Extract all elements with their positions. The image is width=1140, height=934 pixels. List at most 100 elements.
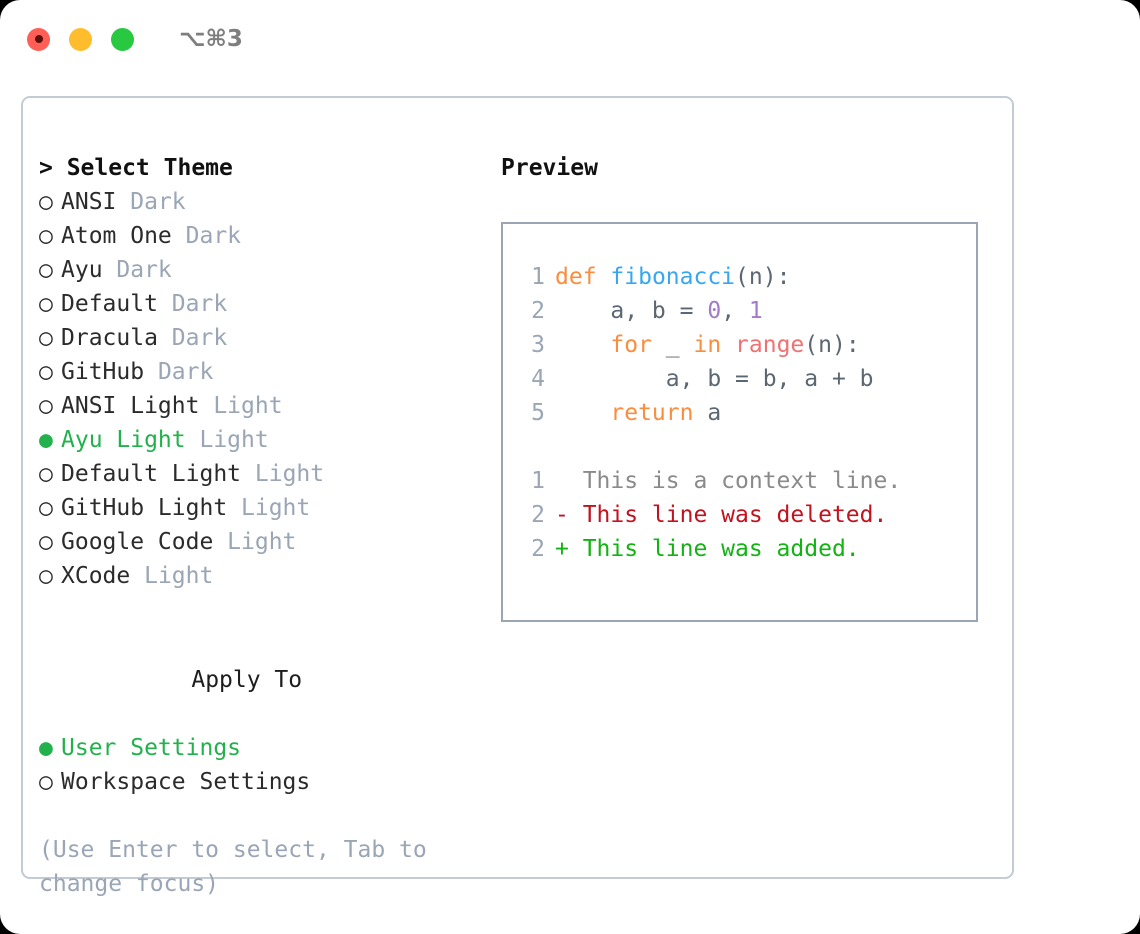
theme-option[interactable]: ○XCode Light — [39, 559, 509, 593]
theme-option-label: ANSI Light — [61, 393, 214, 419]
theme-variant-tag: Dark — [157, 359, 214, 385]
theme-option-label: GitHub — [61, 359, 158, 385]
theme-option[interactable]: ○ Dracula Dark — [39, 321, 509, 355]
maximize-button[interactable] — [111, 27, 134, 51]
main-panel: > Select Theme ○ANSI Dark○Atom One Dark○… — [21, 96, 1014, 897]
code-token: for — [610, 332, 652, 358]
code-token: 1 — [748, 298, 763, 324]
code-line: 3 for _ in range(n): — [521, 328, 976, 362]
code-token: return — [610, 400, 694, 426]
theme-option[interactable]: ○ GitHub Dark — [39, 355, 509, 389]
preview-title: Preview — [501, 155, 598, 181]
code-token: 0 — [707, 298, 722, 324]
code-line: 4 a, b = b, a + b — [521, 362, 976, 396]
theme-option-label: Default — [61, 291, 172, 317]
line-number: 3 — [531, 332, 545, 358]
code-token: fibonacci — [610, 264, 736, 290]
minimize-button[interactable] — [69, 27, 92, 51]
line-number: 5 — [531, 400, 545, 426]
apply-to-option[interactable]: ● User Settings — [39, 731, 509, 765]
code-token — [555, 400, 610, 426]
diff-line: 1 This is a context line. — [521, 464, 976, 498]
shortcut-label: ⌥⌘3 — [179, 26, 243, 52]
radio-selected-icon: ● — [39, 427, 53, 453]
select-theme-header: > Select Theme — [39, 155, 233, 181]
panel-columns: > Select Theme ○ANSI Dark○Atom One Dark○… — [23, 98, 1012, 897]
theme-option-label: Ayu Light — [61, 427, 200, 453]
radio-unselected-icon: ○ — [39, 257, 53, 283]
theme-variant-tag: Light — [254, 461, 325, 487]
apply-to-option-label: User Settings — [61, 735, 242, 761]
radio-unselected-icon: ○ — [39, 393, 53, 419]
code-diff-gap — [521, 430, 976, 464]
diff-line: 2 + This line was added. — [521, 532, 976, 566]
code-token: (n): — [804, 332, 860, 358]
code-token: range — [735, 332, 805, 358]
line-number: 2 — [531, 536, 545, 562]
theme-variant-tag: Dark — [116, 257, 172, 283]
theme-option-label: Default Light — [61, 461, 255, 487]
code-token: , — [721, 298, 749, 324]
radio-unselected-icon: ○ — [39, 495, 53, 521]
diff-line: 2 - This line was deleted. — [521, 498, 976, 532]
section-spacer — [39, 593, 509, 629]
apply-to-option-label: Workspace Settings — [61, 769, 311, 795]
radio-unselected-icon: ○ — [39, 325, 53, 351]
close-button[interactable] — [27, 27, 50, 51]
theme-option[interactable]: ○Atom One Dark — [39, 219, 509, 253]
radio-unselected-icon: ○ — [39, 461, 53, 487]
line-number: 2 — [531, 298, 545, 324]
code-token: def — [555, 264, 597, 290]
theme-variant-tag: Dark — [171, 325, 228, 351]
diff-text: + This line was added. — [555, 536, 860, 562]
theme-selector-column: > Select Theme ○ANSI Dark○Atom One Dark○… — [39, 151, 509, 901]
theme-option[interactable]: ○Google Code Light — [39, 525, 509, 559]
line-number: 2 — [531, 502, 545, 528]
theme-option[interactable]: ○ Default Light Light — [39, 457, 509, 491]
apply-to-label: Apply To — [191, 667, 303, 693]
theme-option[interactable]: ○Default Dark — [39, 287, 509, 321]
theme-option[interactable]: ○ Ayu Dark — [39, 253, 509, 287]
theme-option-label: ANSI — [61, 189, 131, 215]
radio-unselected-icon: ○ — [39, 359, 53, 385]
keyboard-hint: (Use Enter to select, Tab to change focu… — [39, 837, 441, 897]
theme-option[interactable]: ○GitHub Light Light — [39, 491, 509, 525]
theme-option[interactable]: ● Ayu Light Light — [39, 423, 509, 457]
code-token: _ — [651, 332, 694, 358]
radio-unselected-icon: ○ — [39, 189, 53, 215]
apply-to-option-list: ● User Settings ○ Workspace Settings — [39, 731, 509, 799]
code-token — [555, 332, 610, 358]
apply-to-option[interactable]: ○ Workspace Settings — [39, 765, 509, 799]
radio-unselected-icon: ○ — [39, 769, 53, 795]
hint-spacer — [39, 799, 509, 833]
radio-selected-icon: ● — [39, 735, 53, 761]
code-line: 5 return a — [521, 396, 976, 430]
theme-variant-tag: Light — [199, 427, 269, 453]
code-token: (n): — [735, 264, 791, 290]
theme-option-label: XCode — [61, 563, 145, 589]
diff-sample: 1 This is a context line. 2 - This line wa… — [521, 464, 976, 566]
theme-option-label: Dracula — [61, 325, 172, 351]
window-controls — [27, 27, 134, 51]
theme-option-label: Atom One — [61, 223, 186, 249]
code-line: 2 a, b = 0, 1 — [521, 294, 976, 328]
theme-option-list: ○ANSI Dark○Atom One Dark○Ayu Dark○Defaul… — [39, 185, 509, 593]
theme-variant-tag: Light — [144, 563, 214, 589]
theme-variant-tag: Light — [227, 529, 297, 555]
theme-option-label: Ayu — [61, 257, 117, 283]
theme-option[interactable]: ○ ANSI Dark — [39, 185, 509, 219]
line-number: 1 — [531, 264, 545, 290]
diff-text: - This line was deleted. — [555, 502, 888, 528]
code-token — [597, 264, 611, 290]
line-number: 1 — [531, 468, 545, 494]
theme-option[interactable]: ○ ANSI Light Light — [39, 389, 509, 423]
theme-option-label: Google Code — [61, 529, 228, 555]
theme-variant-tag: Light — [213, 393, 283, 419]
theme-variant-tag: Dark — [130, 189, 186, 215]
line-number: 4 — [531, 366, 545, 392]
theme-variant-tag: Light — [241, 495, 311, 521]
code-token: a, b = — [555, 298, 708, 324]
